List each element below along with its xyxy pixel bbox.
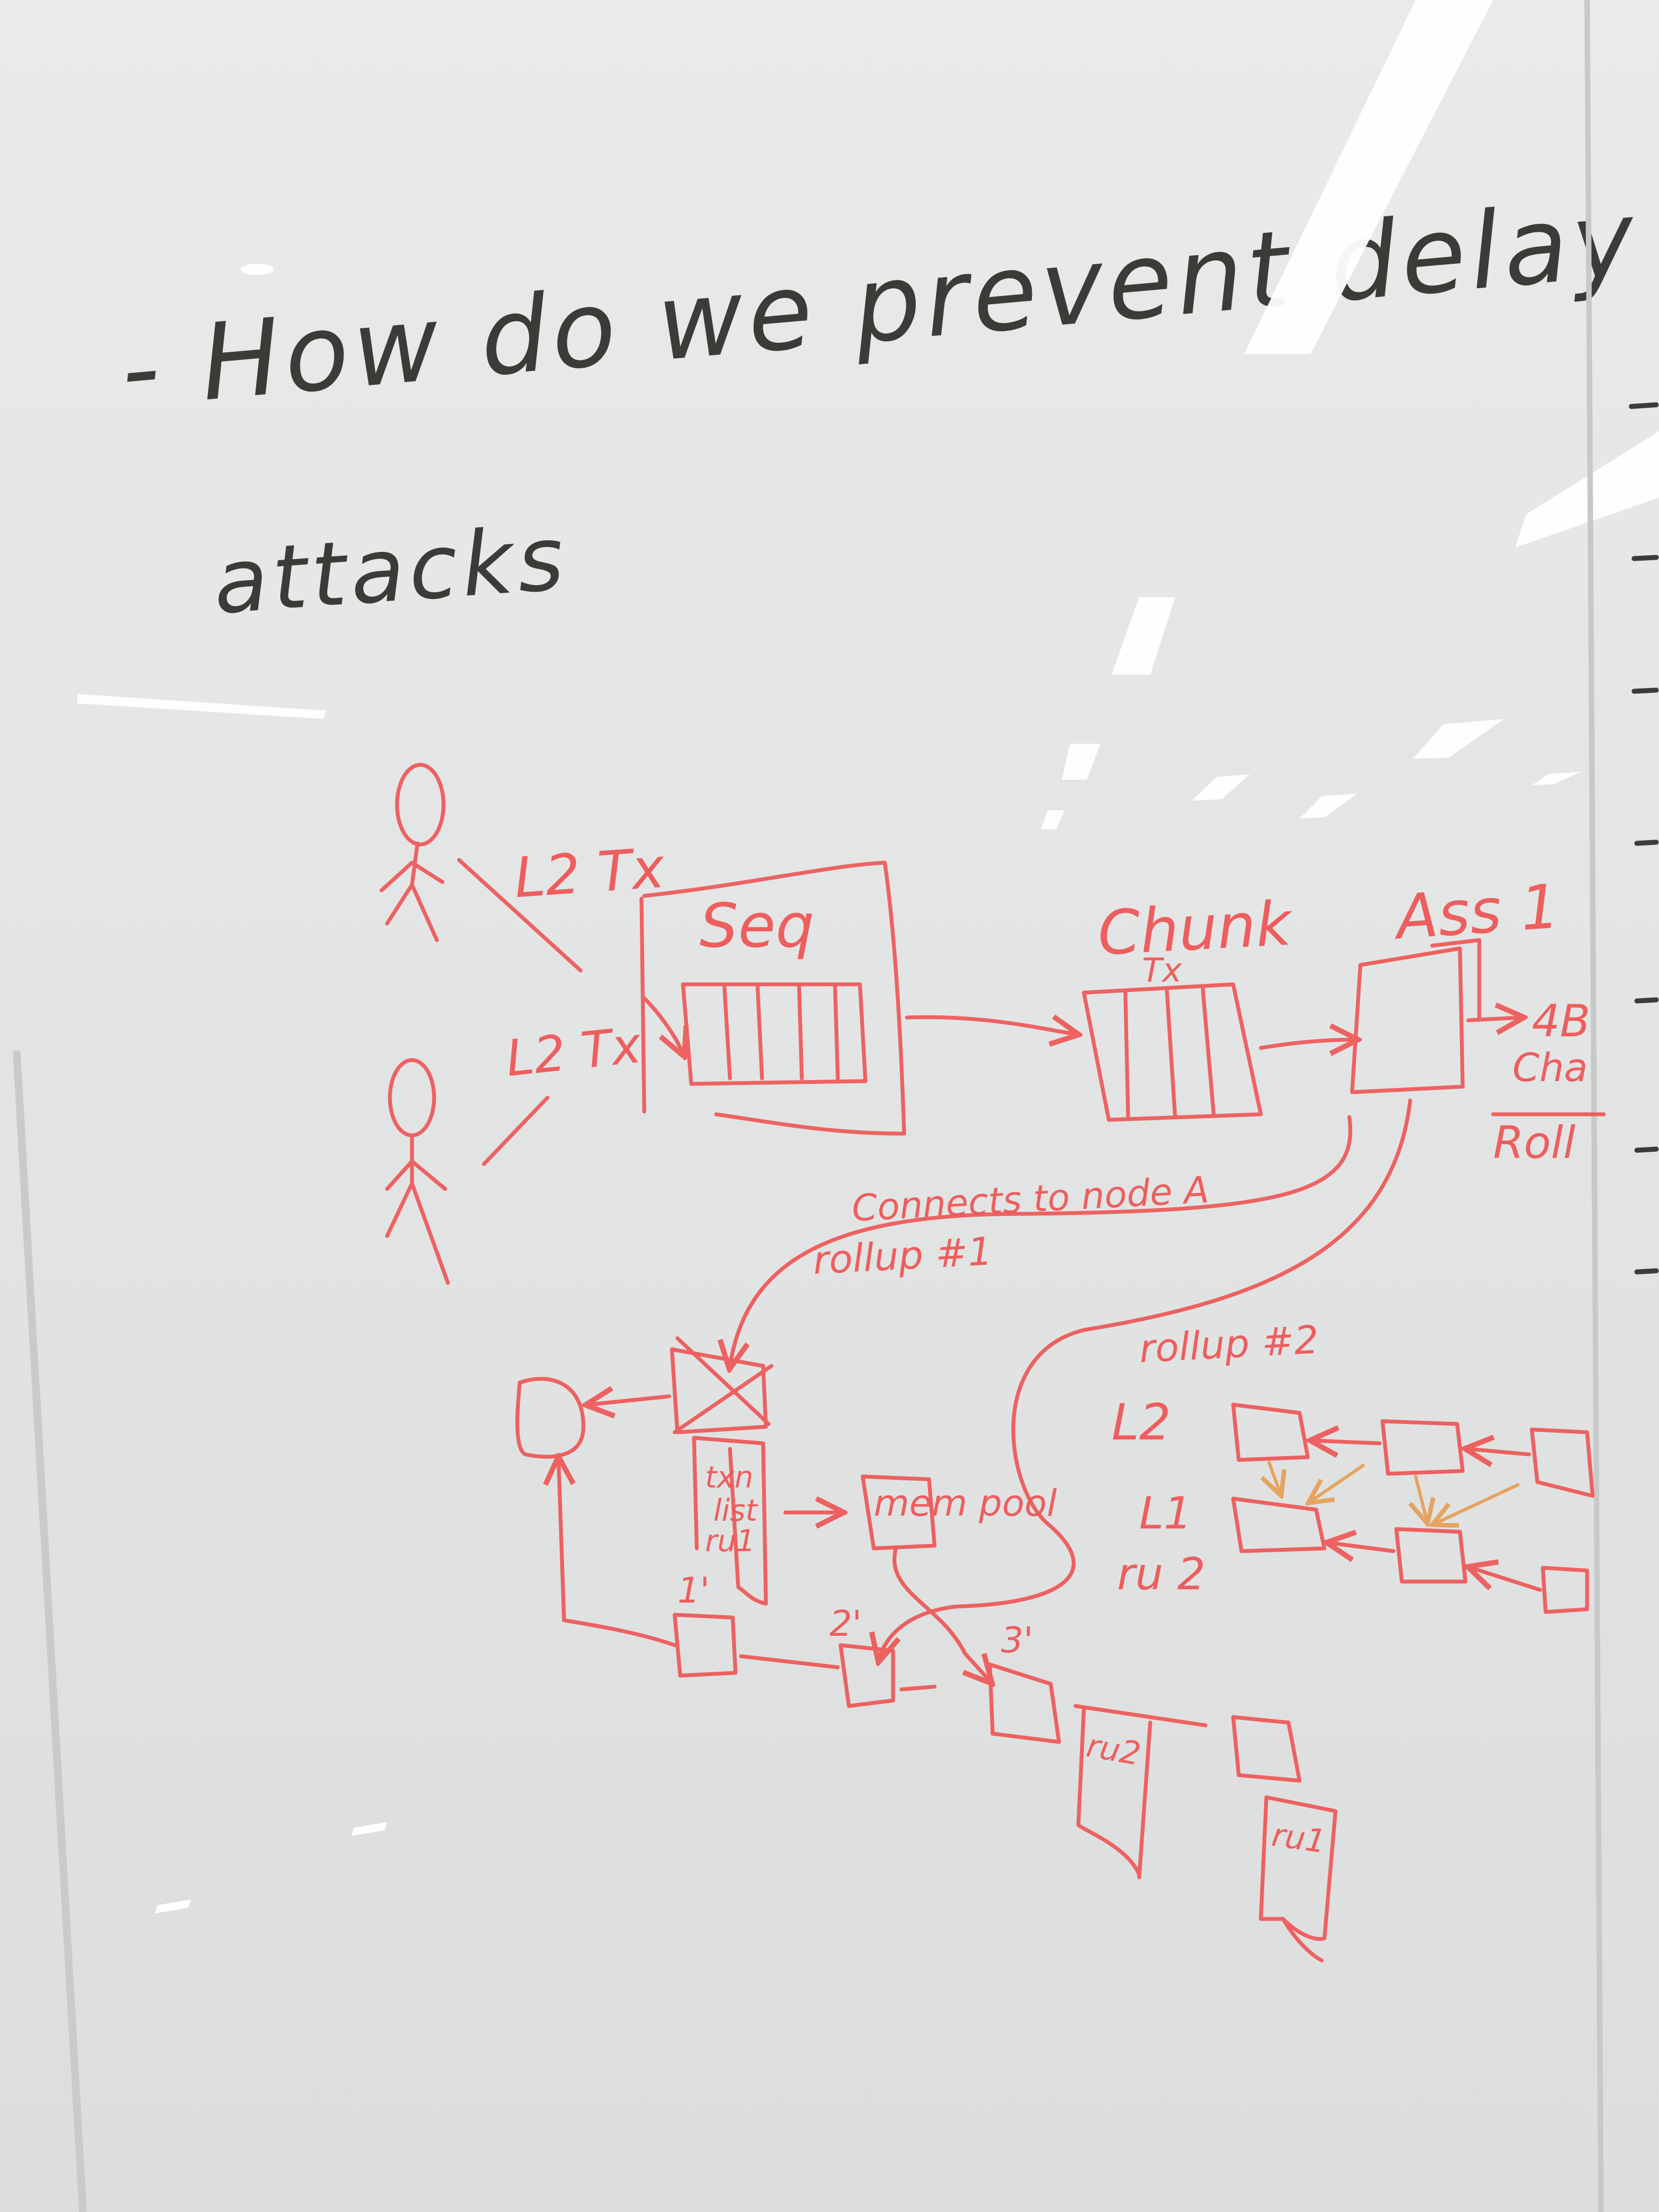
label-chunk-tx: Tx [1142,951,1182,990]
board-frame [13,0,1604,2212]
ru2-doc [1073,1704,1208,1880]
tx-line-bottom [482,1095,550,1166]
label-node-1: 1' [677,1571,710,1611]
orange-arrow-1 [1269,1461,1280,1493]
arrow-chunk-to-ass1 [1259,1040,1355,1048]
rollup1-curve [730,1115,1353,1366]
sequencer-box [642,860,906,1136]
l1-arrow-2-1 [1330,1543,1396,1551]
label-list: list [713,1493,758,1528]
l2-arrow-2-1 [1313,1441,1382,1443]
label-txn: txn [705,1460,754,1495]
label-rollup1: rollup #1 [812,1228,994,1284]
chunk-queue [1082,982,1263,1122]
ru1-doc [1259,1795,1338,1963]
node-2 [838,1643,895,1708]
mempool-box [860,1474,937,1551]
label-mempool: mem pool [874,1482,1057,1525]
label-l2: L2 [1112,1394,1171,1452]
node-1 [672,1613,738,1678]
chain-1-2 [739,1654,840,1670]
label-right-1: 4B [1532,995,1590,1047]
l1-box-1 [1231,1496,1327,1553]
small-box-right [1231,1715,1302,1783]
crossed-box [670,1336,774,1434]
label-rollup2: rollup #2 [1138,1317,1320,1372]
l2-box-1 [1231,1402,1310,1462]
ass1-bracket [1430,938,1481,1020]
node-3 [988,1662,1061,1744]
l1-box-3 [1541,1566,1589,1614]
label-node-2: 2' [830,1604,862,1645]
sequencer-left-edge [639,896,646,1114]
glare-reflections [77,0,1659,1913]
chain-2-3 [899,1684,937,1692]
loop-to-circle [559,1460,677,1647]
arrow-ass1-right [1466,1018,1521,1020]
label-right-3: Roll [1493,1117,1575,1168]
l2-box-2 [1380,1419,1465,1476]
label-right-2: Cha [1512,1045,1588,1091]
orange-arrow-3 [1416,1475,1427,1521]
label-ru2-side: ru 2 [1117,1548,1206,1600]
l2-box-3 [1530,1427,1595,1498]
label-ru1-list: ru1 [705,1524,755,1558]
arrow-to-circle [589,1396,671,1405]
orange-arrow-4 [1435,1483,1520,1524]
ass1-box [1350,946,1465,1094]
orange-arrow-2 [1311,1464,1365,1501]
next-board-marks [1629,402,1659,1275]
arrow-seq-to-chunk [905,1017,1076,1034]
circle-node [515,1376,586,1459]
label-ass1: Ass 1 [1394,870,1562,953]
tx-in-arrow [642,996,683,1053]
mempool-to-node3 [893,1546,990,1681]
label-ru1-doc: ru1 [1269,1815,1328,1861]
l1-arrow-3-2 [1471,1568,1542,1592]
label-seq: Seq [700,890,815,961]
sequencer-queue [681,982,868,1086]
tx-line-top [457,858,583,973]
label-chunk: Chunk [1095,888,1293,969]
user-figure-top [379,763,446,942]
user-figure-bottom [385,1058,450,1285]
l1-box-2 [1394,1527,1468,1584]
rollup2-curve [879,1098,1412,1659]
l2-arrow-3-2 [1468,1449,1531,1454]
txn-list-doc [692,1436,768,1606]
label-l1: L1 [1139,1488,1192,1539]
label-l2tx-top: L2 Tx [512,835,667,911]
label-node-3: 3' [1001,1620,1034,1661]
